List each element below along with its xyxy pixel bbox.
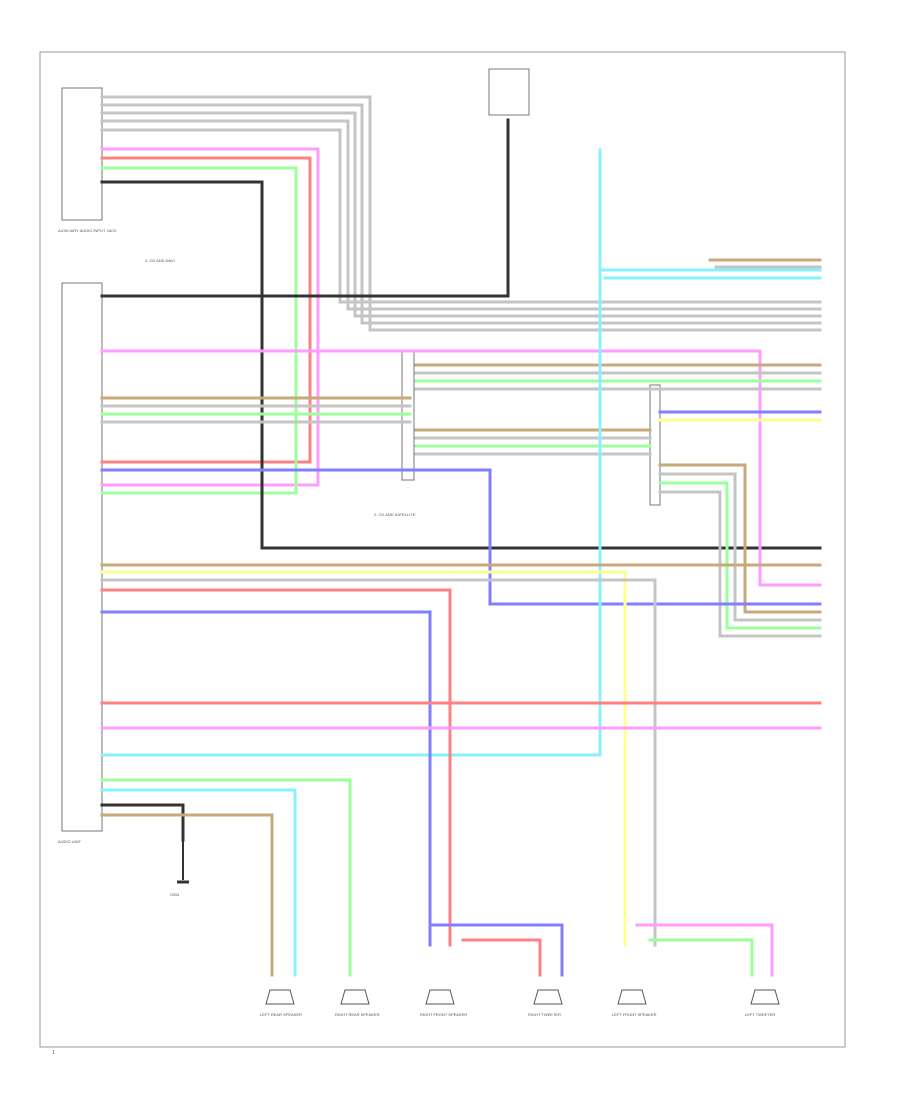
diagram-frame <box>39 51 846 1048</box>
speaker-2: RIGHT FRONT SPEAKER <box>420 989 467 1017</box>
wire-green-27 <box>658 481 822 630</box>
wire-green-49 <box>648 938 754 977</box>
wire-tan-25 <box>658 463 822 614</box>
aux-jack-box <box>61 87 103 221</box>
speaker-label: LEFT TWEETER <box>745 1012 775 1017</box>
page-footer: 1 <box>52 1050 55 1056</box>
legend-2: 2: CD AND SATELLITE <box>374 512 416 517</box>
wire-gray-26 <box>658 472 822 622</box>
speaker-icon <box>533 989 563 1005</box>
wire-dark-8 <box>100 180 822 550</box>
audio-unit-label: AUDIO UNIT <box>58 839 82 844</box>
wire-green-7 <box>100 166 298 495</box>
wire-gray-1 <box>100 103 822 325</box>
wire-dark-9 <box>100 118 510 298</box>
wire-yellow-36 <box>100 570 627 947</box>
speaker-icon <box>425 989 455 1005</box>
speaker-icon <box>265 989 295 1005</box>
wire-dark-44 <box>100 803 185 842</box>
wire-gray-37 <box>100 578 657 947</box>
speaker-label: RIGHT TWEETER <box>528 1012 561 1017</box>
speaker-label: LEFT REAR SPEAKER <box>260 1012 302 1017</box>
wire-pink-5 <box>100 147 320 487</box>
wire-cyan-30 <box>100 148 602 757</box>
wire-green-42 <box>100 778 352 977</box>
speaker-4: LEFT FRONT SPEAKER <box>612 989 657 1017</box>
speaker-label: LEFT FRONT SPEAKER <box>612 1012 657 1017</box>
wire-blue-29 <box>100 468 822 606</box>
speaker-label: RIGHT FRONT SPEAKER <box>420 1012 467 1017</box>
ground-label: G551 <box>170 892 181 897</box>
speaker-5: LEFT TWEETER <box>745 989 780 1017</box>
audio-unit-box <box>61 282 103 832</box>
speaker-icon <box>340 989 370 1005</box>
wire-cyan-43 <box>100 788 297 977</box>
speaker-label: RIGHT REAR SPEAKER <box>335 1012 380 1017</box>
wire-red-47 <box>461 938 542 977</box>
wire-red-38 <box>100 588 452 947</box>
wire-pink-48 <box>635 923 774 977</box>
ground-symbol: G551 <box>170 840 189 897</box>
wire-blue-39 <box>100 610 432 947</box>
wire-tan-45 <box>100 813 274 977</box>
legend-1: 1: CD AND NAVI <box>145 258 175 263</box>
wire-gray-0 <box>100 95 822 332</box>
wire-pink-10 <box>100 349 822 587</box>
wire-red-6 <box>100 156 312 464</box>
speaker-3: RIGHT TWEETER <box>528 989 563 1017</box>
speaker-layer: LEFT REAR SPEAKER RIGHT REAR SPEAKER RIGHT… <box>260 989 780 1017</box>
speaker-icon <box>617 989 647 1005</box>
wire-gray-2 <box>100 111 822 318</box>
speaker-1: RIGHT REAR SPEAKER <box>335 989 380 1017</box>
wire-gray-4 <box>100 128 822 304</box>
aux-jack-label: AUXILIARY AUDIO INPUT JACK <box>58 228 117 233</box>
speaker-0: LEFT REAR SPEAKER <box>260 989 302 1017</box>
wire-gray-3 <box>100 119 822 311</box>
wire-blue-46 <box>431 923 564 977</box>
speaker-icon <box>750 989 780 1005</box>
wire-layer <box>100 95 822 977</box>
top-switch-box <box>488 68 530 116</box>
